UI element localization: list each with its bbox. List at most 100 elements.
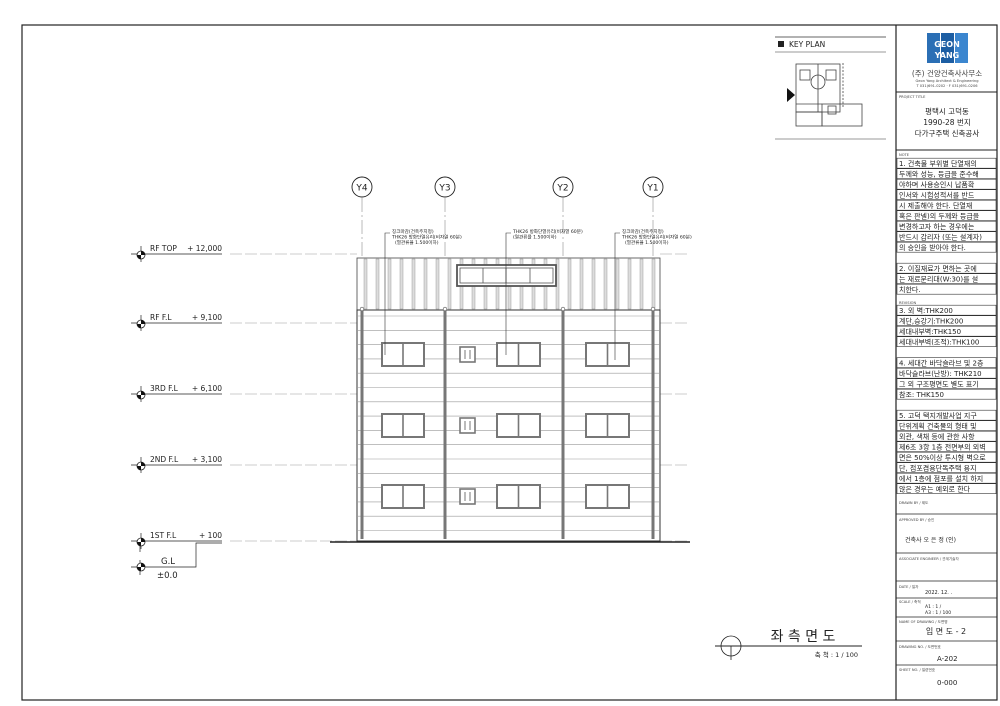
note-row: [896, 210, 997, 221]
note-line: 참조: THK150: [899, 391, 944, 399]
grid-bubble: [552, 176, 574, 198]
note-row: [896, 441, 997, 453]
level-name: RF TOP: [150, 244, 177, 253]
note-line: 세대내부벽(조적):THK100: [899, 338, 979, 347]
note-row: [896, 189, 997, 200]
note-line: 4. 세대간 바닥슬라브 및 2층: [899, 359, 984, 368]
building-elevation: [330, 257, 690, 543]
callouts: [384, 232, 620, 360]
date-value: 2022. 12. .: [925, 590, 952, 596]
note-row: [896, 178, 997, 190]
key-plan-title: KEY PLAN: [789, 40, 825, 49]
zinc-batten: [375, 258, 380, 310]
note-line: 시 제출해야 한다. 단열재: [899, 201, 972, 210]
note-row: [896, 378, 997, 390]
note-line: 않은 경우는 예외로 한다: [899, 485, 971, 494]
approved-by: 건축사 오 은 정 (인): [905, 536, 956, 544]
grid-label: Y2: [556, 184, 568, 194]
scale-label: SCALE / 축척: [899, 599, 921, 604]
approved-by-label: APPROVED BY / 승인: [899, 517, 934, 522]
note-row: [896, 388, 997, 400]
windows: [381, 342, 630, 509]
note-line: 외관, 색채 등에 관한 사항: [899, 432, 975, 441]
note-line: 5. 고덕 택지개발사업 지구: [899, 411, 977, 420]
downpipe: [360, 310, 364, 539]
note-row: [896, 336, 997, 348]
zinc-batten: [615, 258, 620, 310]
zinc-batten: [651, 258, 656, 310]
zinc-batten: [603, 258, 608, 310]
note-row: [896, 483, 997, 495]
note-row: [896, 168, 997, 179]
downpipes: [359, 306, 656, 539]
note-row: [896, 283, 997, 295]
note-line: 단, 점포겸용단독주택 용지: [899, 464, 977, 473]
firm-logo: GEON YANG: [927, 33, 968, 63]
drawing-title: 좌 측 면 도: [771, 629, 836, 645]
zinc-batten: [567, 258, 572, 310]
drawing-name: 입 면 도 - 2: [926, 626, 966, 636]
zinc-batten: [447, 258, 452, 310]
note-line: 에서 1층에 점포를 설치 하지: [899, 474, 983, 483]
title-block: GEON YANG (주) 건양건축사사무소 Geon Yang Archite…: [896, 33, 997, 687]
note-label: NOTE: [899, 153, 910, 157]
note-line: 단위계획 건축물의 형태 및: [899, 422, 977, 431]
firm-name: (주) 건양건축사사무소: [912, 68, 982, 78]
drawing-scale: 축 척 : 1 / 100: [815, 650, 858, 659]
callout-3-line-1: 징크마감(건축주지정): [622, 228, 664, 235]
note-line: 반드시 감리자 (또는 설계자): [899, 233, 982, 242]
svg-text:YANG: YANG: [934, 51, 959, 60]
small-window: [459, 417, 476, 434]
drawing-title-block: 좌 측 면 도 축 척 : 1 / 100: [715, 629, 862, 660]
drawing-no-label: DRAWING NO. / 도면번호: [899, 644, 942, 649]
note-line: 제6조 3항 1층 전면부의 외벽: [899, 443, 986, 452]
project-title-line-1: 평택시 고덕동: [925, 106, 969, 116]
small-window: [459, 488, 476, 505]
callout-3-line-2: THK26 방화단열유리(비자열 60분): [621, 234, 692, 241]
callout-2-line-2: (열관류율 1.500이하): [513, 234, 557, 241]
project-title-label: PROJECT TITLE: [899, 95, 926, 99]
zinc-batten: [591, 258, 596, 310]
ground-level-marker: G.L ±0.0: [131, 542, 222, 581]
callout-1-line-2: THK26 방화단열유리(비자열 60분): [391, 234, 462, 241]
downpipe: [443, 310, 447, 539]
note-line: 인서와 시험성적서를 반드: [899, 191, 975, 200]
callout-1-line-1: 징크마감(건축주지정): [392, 228, 434, 235]
note-line: 바닥슬라브(난방): THK210: [899, 369, 982, 378]
level-value: + 9,100: [192, 313, 222, 322]
zinc-batten: [579, 258, 584, 310]
sheet-no: 0-000: [937, 679, 957, 687]
note-line: 계단,승강기:THK200: [899, 317, 963, 326]
note-line: 1. 건축물 부위별 단열재의: [899, 159, 977, 168]
callout-1-line-3: (열관류율 1.500이하): [395, 239, 439, 246]
sheet-no-label: SHEET NO. / 일련번호: [899, 667, 936, 672]
downpipe: [561, 310, 565, 539]
note-row: [896, 472, 997, 484]
level-value: + 6,100: [192, 384, 222, 393]
note-row: [896, 262, 997, 274]
firm-english: Geon Yang Architect & Engineering: [916, 79, 979, 83]
level-name: 3RD F.L: [150, 384, 179, 393]
level-value: + 3,100: [192, 455, 222, 464]
note-row: [896, 315, 997, 327]
callout-2-line-1: THK26 방화단열유리(비자열 60분): [512, 228, 583, 235]
drawn-by-label: DRAWN BY / 제도: [899, 500, 929, 505]
ground-level-value: ±0.0: [157, 571, 178, 581]
note-row: [896, 462, 997, 474]
note-row: [896, 420, 997, 432]
parapet-window: [456, 264, 557, 287]
note-row: [896, 157, 997, 169]
note-line: 는 재료분리대(W:30)를 설: [899, 275, 978, 284]
associate-engineer-label: ASSOCIATE ENGINEER / 관계기술자: [899, 556, 959, 561]
scale-a1: A1 : 1 /: [925, 604, 942, 610]
note-row: [896, 304, 997, 316]
note-row: [896, 451, 997, 463]
level-value: + 100: [199, 531, 222, 540]
project-title-line-3: 다가구주택 신축공사: [915, 128, 980, 138]
key-plan-floor-plan-icon: [795, 63, 863, 127]
sheet-border: [21, 24, 998, 701]
grid-label: Y4: [355, 184, 367, 194]
note-row: [896, 199, 997, 211]
